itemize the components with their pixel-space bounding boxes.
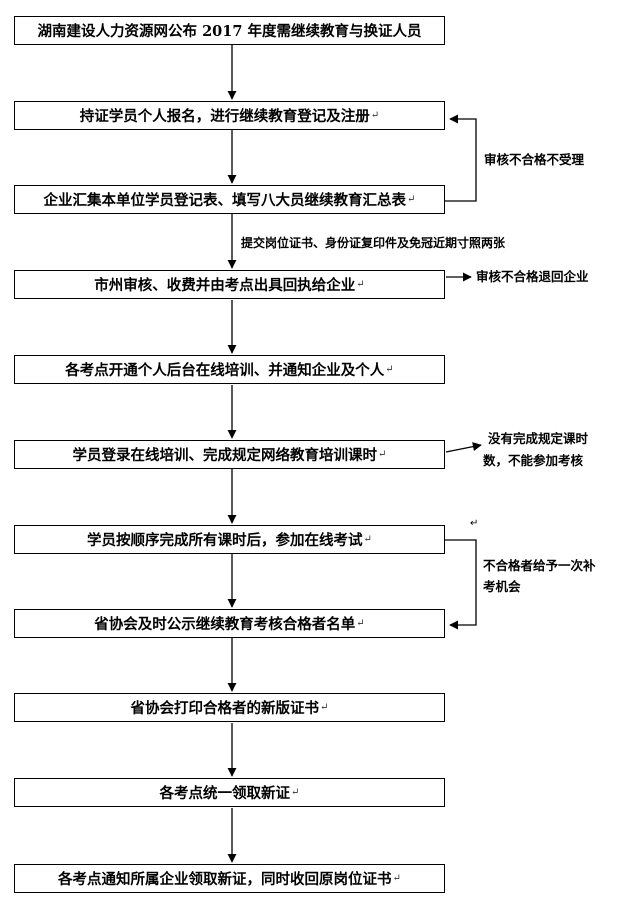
flow-step-6: 学员登录在线培训、完成规定网络教育培训课时↵ xyxy=(14,440,445,469)
label-retake-line2: 考机会 xyxy=(483,579,521,594)
flow-step-7: 学员按顺序完成所有课时后，参加在线考试↵ xyxy=(14,525,445,554)
flow-step-5: 各考点开通个人后台在线培训、并通知企业及个人↵ xyxy=(14,355,445,384)
label-reject-review: 审核不合格不受理 xyxy=(484,152,585,167)
flow-step-4: 市州审核、收费并由考点出具回执给企业↵ xyxy=(14,270,445,299)
label-paragraph-mark: ↵ xyxy=(470,518,479,529)
flow-step-9: 省协会打印合格者的新版证书↵ xyxy=(14,693,445,722)
reject-loop xyxy=(445,114,477,202)
flow-step-2: 持证学员个人报名，进行继续教育登记及注册↵ xyxy=(14,101,445,130)
flow-step-10: 各考点统一领取新证↵ xyxy=(14,778,445,807)
flow-step-11: 各考点通知所属企业领取新证，同时收回原岗位证书↵ xyxy=(14,864,445,893)
incomplete-arrow xyxy=(445,442,482,453)
flow-step-8: 省协会及时公示继续教育考核合格者名单↵ xyxy=(14,609,445,638)
label-reject-return: 审核不合格退回企业 xyxy=(476,269,589,284)
label-incomplete-line1: 没有完成规定课时 xyxy=(488,431,589,446)
label-submit-docs: 提交岗位证书、身份证复印件及免冠近期寸照两张 xyxy=(241,236,506,250)
retake-loop xyxy=(445,539,477,630)
label-incomplete-line2: 数，不能参加考核 xyxy=(483,453,584,468)
label-retake-line1: 不合格者给予一次补 xyxy=(483,558,596,573)
flow-step-3: 企业汇集本单位学员登记表、填写八大员继续教育汇总表↵ xyxy=(14,185,445,214)
flow-step-1: 湖南建设人力资源网公布 2017 年度需继续教育与换证人员 xyxy=(14,16,445,45)
